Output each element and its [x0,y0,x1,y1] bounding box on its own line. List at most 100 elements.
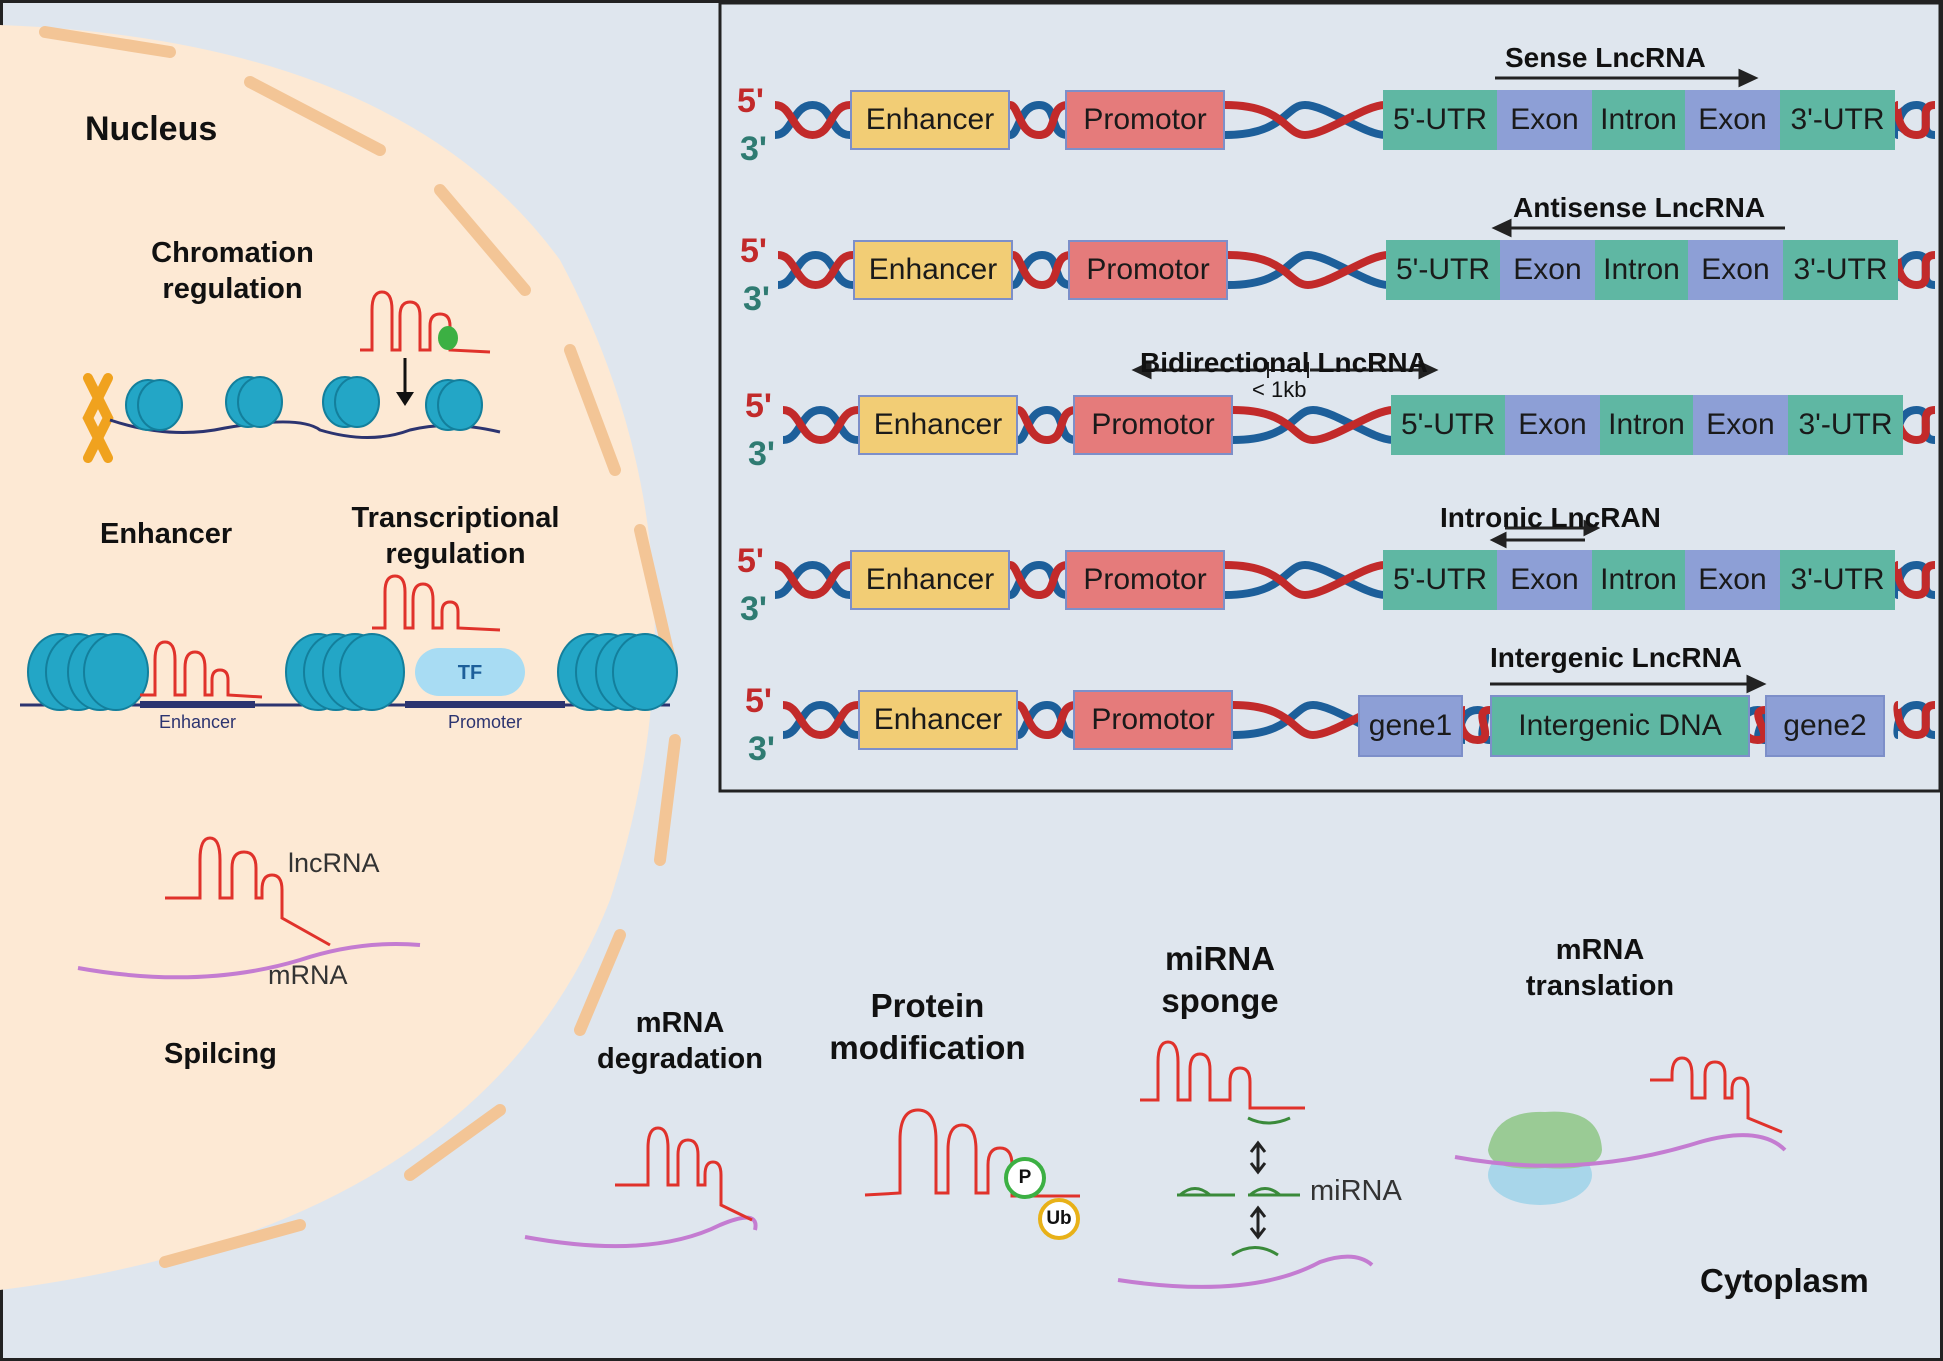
prime5-label: 5' [745,682,772,720]
dna-strand-blue [1008,100,1069,139]
enhancer-box: Enhancer [858,395,1018,455]
dna-strand-blue [774,560,851,599]
nucleus-title: Nucleus [85,110,218,148]
exon-box: Exon [1693,395,1788,455]
degradation-label: mRNA degradation [580,1005,780,1077]
exon-box: Exon [1685,90,1780,150]
utr5-box: 5'-UTR [1386,240,1500,300]
mirna-label: miRNA [1310,1175,1402,1207]
prime5-label: 5' [737,542,764,580]
dna-strand-red [1008,101,1069,140]
chromatin-label: Chromation regulation [110,235,355,307]
dna-strand-blue [1016,405,1077,444]
protein-modification-illustration [864,1108,1080,1240]
dna-strand-red [1224,101,1386,140]
exon-box: Exon [1505,395,1600,455]
dna-strand-red [1008,561,1069,600]
dna-strand-blue [782,700,859,739]
prime3-label: 3' [748,435,775,473]
row-title: Bidirectional LncRNA [1140,347,1428,378]
prime3-label: 3' [740,130,767,168]
transcriptional-label: Transcriptional regulation [338,500,573,572]
dna-strand-red [782,701,859,740]
translation-label: mRNA translation [1500,932,1700,1004]
exon-box: Exon [1500,240,1595,300]
mrna-label: mRNA [268,960,348,990]
prime5-label: 5' [740,232,767,270]
utr3-box: 3'-UTR [1788,395,1903,455]
mirna-sponge-illustration [1117,1040,1374,1289]
dna-strand-red [1893,701,1936,740]
dna-strand-blue [1016,700,1077,739]
transcript-arrows [1131,68,1785,694]
enhancer-function-label: Enhancer [100,518,233,550]
transcription-illustration [20,574,678,711]
gene2-box: gene2 [1765,695,1885,757]
prime3-label: 3' [748,730,775,768]
intron-box: Intron [1600,395,1693,455]
phosphorylation-badge [1004,1157,1046,1199]
splicing-illustration [77,836,421,980]
row-title: Intronic LncRAN [1440,502,1661,533]
cytoplasm-title: Cytoplasm [1700,1262,1869,1299]
promoter-box: Promotor [1073,395,1233,455]
p-badge-label: P [1018,1167,1032,1188]
mirna-sponge-line2: sponge [1161,982,1279,1019]
dna-strand-blue [1224,560,1386,599]
mirna-sponge-label: miRNA sponge [1130,938,1310,1022]
prime5-label: 5' [737,82,764,120]
dna-strand-red [774,561,851,600]
dna-strand-red [1232,406,1394,445]
intron-box: Intron [1595,240,1688,300]
translation-label-line2: translation [1525,970,1675,1002]
enhancer-box: Enhancer [850,90,1010,150]
dna-strand-red [1016,406,1077,445]
promoter-box: Promotor [1065,90,1225,150]
chromatin-label-line1: Chromation [151,237,314,269]
utr5-box: 5'-UTR [1383,550,1497,610]
exon-box: Exon [1497,90,1592,150]
dna-strands [774,100,1936,745]
protein-modification-line1: Protein [870,987,985,1024]
gene1-box: gene1 [1358,695,1463,757]
intergenic-dna-box: Intergenic DNA [1490,695,1750,757]
row-title: Sense LncRNA [1505,42,1706,73]
dna-strand-red [774,101,851,140]
ub-badge-label: Ub [1046,1208,1072,1229]
utr3-box: 3'-UTR [1780,550,1895,610]
exon-box: Exon [1497,550,1592,610]
transcriptional-label-line1: Transcriptional [351,502,560,534]
prime5-label: 5' [745,387,772,425]
protein-modification-line2: modification [829,1029,1026,1066]
lncrna-label: lncRNA [288,848,380,878]
enhancer-box: Enhancer [858,690,1018,750]
prime3-label: 3' [740,590,767,628]
dna-strand-blue [1008,560,1069,599]
dna-strand-red [1893,561,1936,600]
dna-strand-blue [1224,100,1386,139]
utr5-box: 5'-UTR [1391,395,1505,455]
chromatin-illustration [82,290,501,463]
exon-box: Exon [1685,550,1780,610]
promoter-box: Promotor [1065,550,1225,610]
distance-label: < 1kb [1252,377,1307,402]
dna-strand-blue [1011,250,1072,289]
degradation-illustration [524,1126,758,1249]
dna-strand-red [1224,561,1386,600]
degradation-label-line2: degradation [597,1043,763,1075]
row-title: Intergenic LncRNA [1490,642,1743,673]
exon-box: Exon [1688,240,1783,300]
dna-strand-red [777,251,854,290]
promoter-box: Promotor [1068,240,1228,300]
enhancer-box: Enhancer [853,240,1013,300]
protein-modification-label: Protein modification [810,985,1045,1069]
splicing-label: Spilcing [164,1038,277,1070]
dna-strand-red [782,406,859,445]
translation-label-line1: mRNA [1555,934,1645,966]
tf-label: TF [457,662,483,684]
nuclear-envelope [39,26,681,1268]
intron-box: Intron [1592,550,1685,610]
utr3-box: 3'-UTR [1780,90,1895,150]
prime3-label: 3' [743,280,770,318]
